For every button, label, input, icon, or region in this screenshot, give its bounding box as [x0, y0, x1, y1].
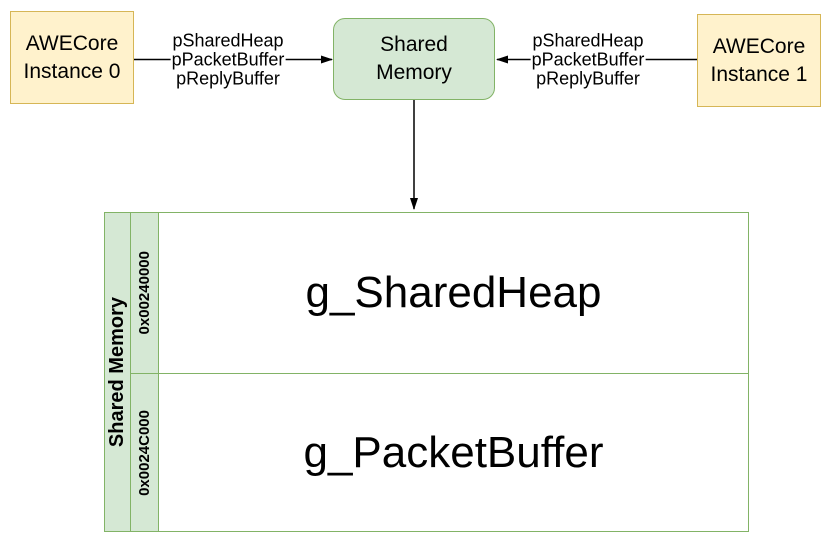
table-address-cell: 0x0024C000	[131, 374, 159, 531]
table-address-cell: 0x00240000	[131, 213, 159, 374]
node-awecore-instance-1: AWECore Instance 1	[697, 14, 821, 107]
edge-label-instance1-pointers: pSharedHeap pPacketBuffer pReplyBuffer	[530, 30, 646, 89]
table-lane-header: Shared Memory	[105, 213, 131, 531]
table-lane-header-label: Shared Memory	[106, 296, 128, 448]
node-awecore-instance-0: AWECore Instance 0	[10, 11, 134, 104]
table-region-cell: g_PacketBuffer	[159, 374, 748, 531]
edge-label-instance0-pointers: pSharedHeap pPacketBuffer pReplyBuffer	[170, 30, 286, 89]
address-label-shared-heap: 0x00240000	[136, 251, 153, 335]
table-region-cell: g_SharedHeap	[159, 213, 748, 374]
shared-memory-table: Shared Memory 0x00240000 g_SharedHeap 0x…	[104, 212, 749, 532]
node-shared-memory: Shared Memory	[333, 18, 495, 100]
address-label-packet-buffer: 0x0024C000	[136, 409, 153, 496]
